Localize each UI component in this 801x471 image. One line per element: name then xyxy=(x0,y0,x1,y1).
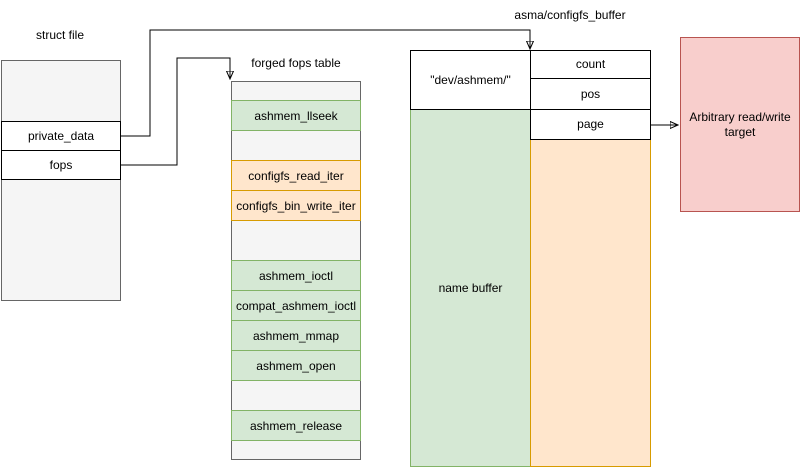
struct-file-label: struct file xyxy=(35,28,84,42)
fops-table-row xyxy=(231,220,361,261)
fops-cell: fops xyxy=(1,150,121,180)
fops-table-row: ashmem_ioctl xyxy=(231,260,361,291)
fops-table-row xyxy=(231,380,361,411)
count-cell: count xyxy=(530,50,651,79)
private-data-cell: private_data xyxy=(1,121,121,151)
forged-fops-table-label: forged fops table xyxy=(251,56,341,70)
dev-ashmem-name-cell: "dev/ashmem/" xyxy=(410,50,531,110)
fops-table-row: ashmem_llseek xyxy=(231,100,361,131)
struct-file-empty-bottom xyxy=(1,179,121,301)
page-cell: page xyxy=(530,109,651,140)
struct-file-empty-top xyxy=(1,60,121,122)
fops-table-row: configfs_bin_write_iter xyxy=(231,190,361,221)
overflow-buffer-cell xyxy=(530,139,651,467)
fops-table-row: compat_ashmem_ioctl xyxy=(231,290,361,321)
target-box: Arbitrary read/write target xyxy=(680,37,800,212)
fops-table-row xyxy=(231,130,361,161)
fops-table-row: ashmem_mmap xyxy=(231,320,361,351)
arrow-fops-to-forged-table xyxy=(121,57,230,166)
name-buffer-cell: name buffer xyxy=(410,109,531,467)
pos-cell: pos xyxy=(530,78,651,110)
fops-table-row: ashmem_release xyxy=(231,410,361,441)
fops-table-row: configfs_read_iter xyxy=(231,160,361,191)
fops-table-row xyxy=(231,81,361,101)
fops-table-row xyxy=(231,440,361,460)
fops-table-row: ashmem_open xyxy=(231,350,361,381)
configfs-buffer-label: asma/configfs_buffer xyxy=(514,8,626,22)
forged-fops-table: ashmem_llseek configfs_read_iter configf… xyxy=(231,81,361,460)
struct-file-box: private_data fops xyxy=(1,60,121,301)
